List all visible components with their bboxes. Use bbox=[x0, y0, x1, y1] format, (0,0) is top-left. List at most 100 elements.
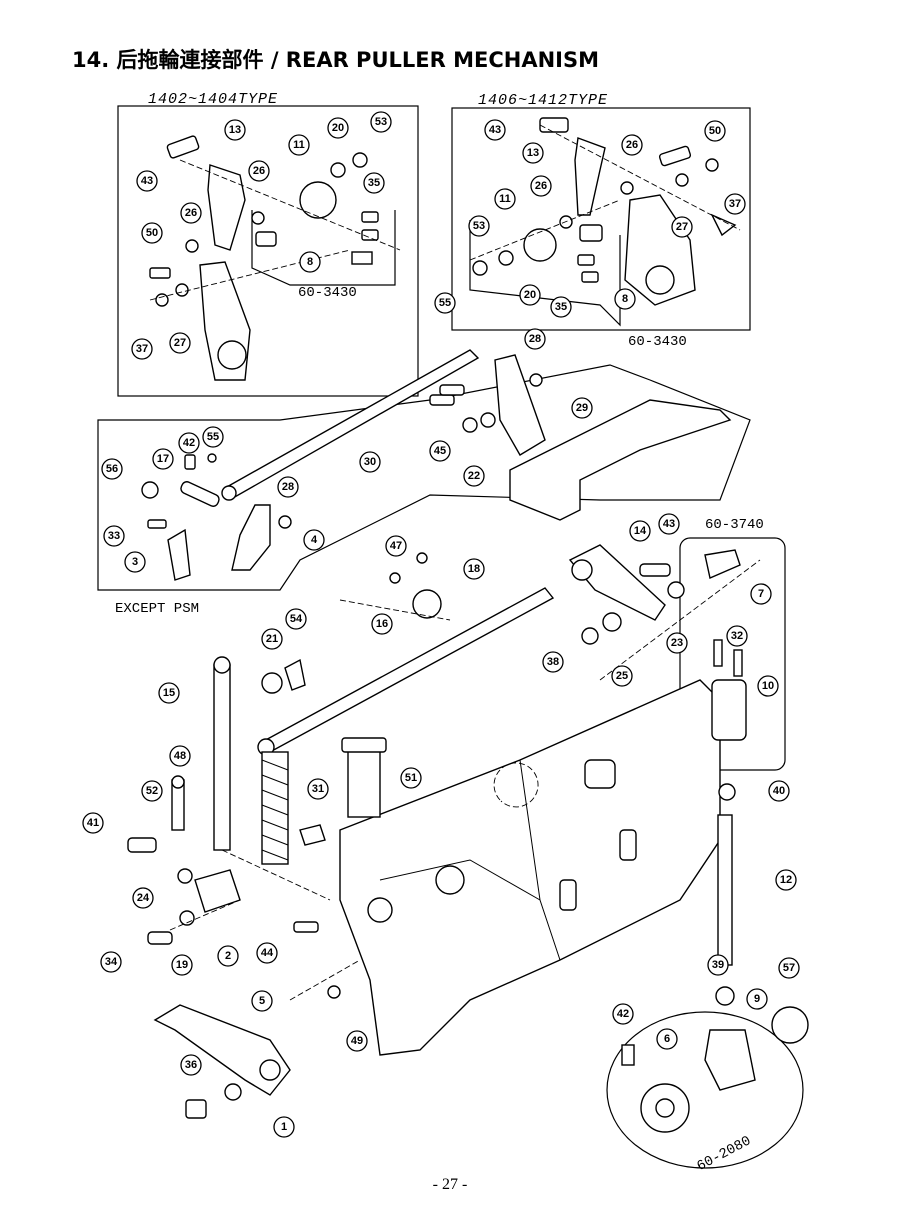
svg-text:16: 16 bbox=[376, 618, 388, 630]
svg-text:26: 26 bbox=[626, 139, 638, 151]
callout-43: 43 bbox=[658, 513, 680, 535]
svg-text:18: 18 bbox=[468, 563, 480, 575]
machine-frame-body bbox=[339, 679, 721, 1056]
svg-text:9: 9 bbox=[754, 993, 760, 1005]
svg-text:41: 41 bbox=[87, 817, 99, 829]
callout-24: 24 bbox=[132, 887, 154, 909]
svg-text:11: 11 bbox=[499, 193, 511, 205]
svg-text:19: 19 bbox=[176, 959, 188, 971]
svg-text:22: 22 bbox=[468, 470, 480, 482]
svg-text:50: 50 bbox=[146, 227, 158, 239]
svg-text:36: 36 bbox=[185, 1059, 197, 1071]
callout-10: 10 bbox=[757, 675, 779, 697]
callout-markers: 13 11 20 53 43 26 35 26 50 8 37 27 43 13… bbox=[82, 111, 800, 1138]
callout-42: 42 bbox=[612, 1003, 634, 1025]
svg-text:26: 26 bbox=[535, 180, 547, 192]
callout-52: 52 bbox=[141, 780, 163, 802]
type-a-label: 1402~1404TYPE bbox=[148, 91, 278, 108]
callout-32: 32 bbox=[726, 625, 748, 647]
frame-3740 bbox=[679, 537, 786, 771]
callout-28: 28 bbox=[524, 328, 546, 350]
frame-type-a bbox=[117, 105, 419, 397]
callout-28: 28 bbox=[277, 476, 299, 498]
callout-56: 56 bbox=[101, 458, 123, 480]
page-title: 14. 后拖輪連接部件 / REAR PULLER MECHANISM bbox=[72, 48, 599, 72]
callout-17: 17 bbox=[152, 448, 174, 470]
sub-3740-label: 60-3740 bbox=[705, 517, 764, 533]
sub-3430-a-label: 60-3430 bbox=[298, 285, 357, 301]
svg-text:26: 26 bbox=[185, 207, 197, 219]
callout-54: 54 bbox=[285, 608, 307, 630]
svg-text:20: 20 bbox=[524, 289, 536, 301]
callout-26: 26 bbox=[621, 134, 643, 156]
except-psm-label: EXCEPT PSM bbox=[115, 601, 199, 617]
svg-text:54: 54 bbox=[290, 613, 303, 625]
svg-text:15: 15 bbox=[163, 687, 175, 699]
svg-text:40: 40 bbox=[773, 785, 785, 797]
callout-20: 20 bbox=[327, 117, 349, 139]
svg-text:37: 37 bbox=[136, 343, 148, 355]
svg-text:56: 56 bbox=[106, 463, 118, 475]
svg-text:42: 42 bbox=[617, 1008, 629, 1020]
frame-3430-a bbox=[251, 210, 396, 286]
callout-20: 20 bbox=[519, 284, 541, 306]
callout-27: 27 bbox=[169, 332, 191, 354]
callout-16: 16 bbox=[371, 613, 393, 635]
callout-50: 50 bbox=[141, 222, 163, 244]
svg-text:24: 24 bbox=[137, 892, 150, 904]
callout-35: 35 bbox=[363, 172, 385, 194]
svg-text:31: 31 bbox=[312, 783, 324, 795]
callout-11: 11 bbox=[288, 134, 310, 156]
callout-53: 53 bbox=[370, 111, 392, 133]
svg-text:38: 38 bbox=[547, 656, 559, 668]
callout-53: 53 bbox=[468, 215, 490, 237]
svg-text:51: 51 bbox=[405, 772, 417, 784]
callout-48: 48 bbox=[169, 745, 191, 767]
svg-text:48: 48 bbox=[174, 750, 186, 762]
svg-text:23: 23 bbox=[671, 637, 683, 649]
upper-bracket bbox=[509, 399, 732, 521]
callout-57: 57 bbox=[778, 957, 800, 979]
svg-text:6: 6 bbox=[664, 1033, 670, 1045]
svg-text:55: 55 bbox=[207, 431, 219, 443]
svg-text:28: 28 bbox=[282, 481, 294, 493]
callout-31: 31 bbox=[307, 778, 329, 800]
callout-55: 55 bbox=[202, 426, 224, 448]
callout-42: 42 bbox=[178, 432, 200, 454]
svg-text:43: 43 bbox=[489, 124, 501, 136]
svg-text:11: 11 bbox=[293, 139, 305, 151]
svg-text:1: 1 bbox=[281, 1121, 287, 1133]
svg-text:25: 25 bbox=[616, 670, 628, 682]
svg-text:49: 49 bbox=[351, 1035, 363, 1047]
svg-text:20: 20 bbox=[332, 122, 344, 134]
callout-6: 6 bbox=[656, 1028, 678, 1050]
callout-18: 18 bbox=[463, 558, 485, 580]
svg-text:39: 39 bbox=[712, 959, 724, 971]
svg-text:27: 27 bbox=[676, 221, 688, 233]
callout-26: 26 bbox=[530, 175, 552, 197]
callout-23: 23 bbox=[666, 632, 688, 654]
svg-text:12: 12 bbox=[780, 874, 792, 886]
callout-50: 50 bbox=[704, 120, 726, 142]
svg-text:50: 50 bbox=[709, 125, 721, 137]
callout-7: 7 bbox=[750, 583, 772, 605]
svg-text:57: 57 bbox=[783, 962, 795, 974]
callout-37: 37 bbox=[131, 338, 153, 360]
callout-47: 47 bbox=[385, 535, 407, 557]
svg-text:33: 33 bbox=[108, 530, 120, 542]
frame-2080 bbox=[606, 1011, 804, 1169]
svg-text:30: 30 bbox=[364, 456, 376, 468]
svg-text:13: 13 bbox=[527, 147, 539, 159]
callout-4: 4 bbox=[303, 529, 325, 551]
svg-text:45: 45 bbox=[434, 445, 446, 457]
callout-1: 1 bbox=[273, 1116, 295, 1138]
callout-2: 2 bbox=[217, 945, 239, 967]
callout-44: 44 bbox=[256, 942, 278, 964]
svg-text:10: 10 bbox=[762, 680, 774, 692]
svg-text:43: 43 bbox=[663, 518, 675, 530]
svg-text:17: 17 bbox=[157, 453, 169, 465]
svg-text:21: 21 bbox=[266, 633, 278, 645]
callout-13: 13 bbox=[224, 119, 246, 141]
svg-text:44: 44 bbox=[261, 947, 274, 959]
